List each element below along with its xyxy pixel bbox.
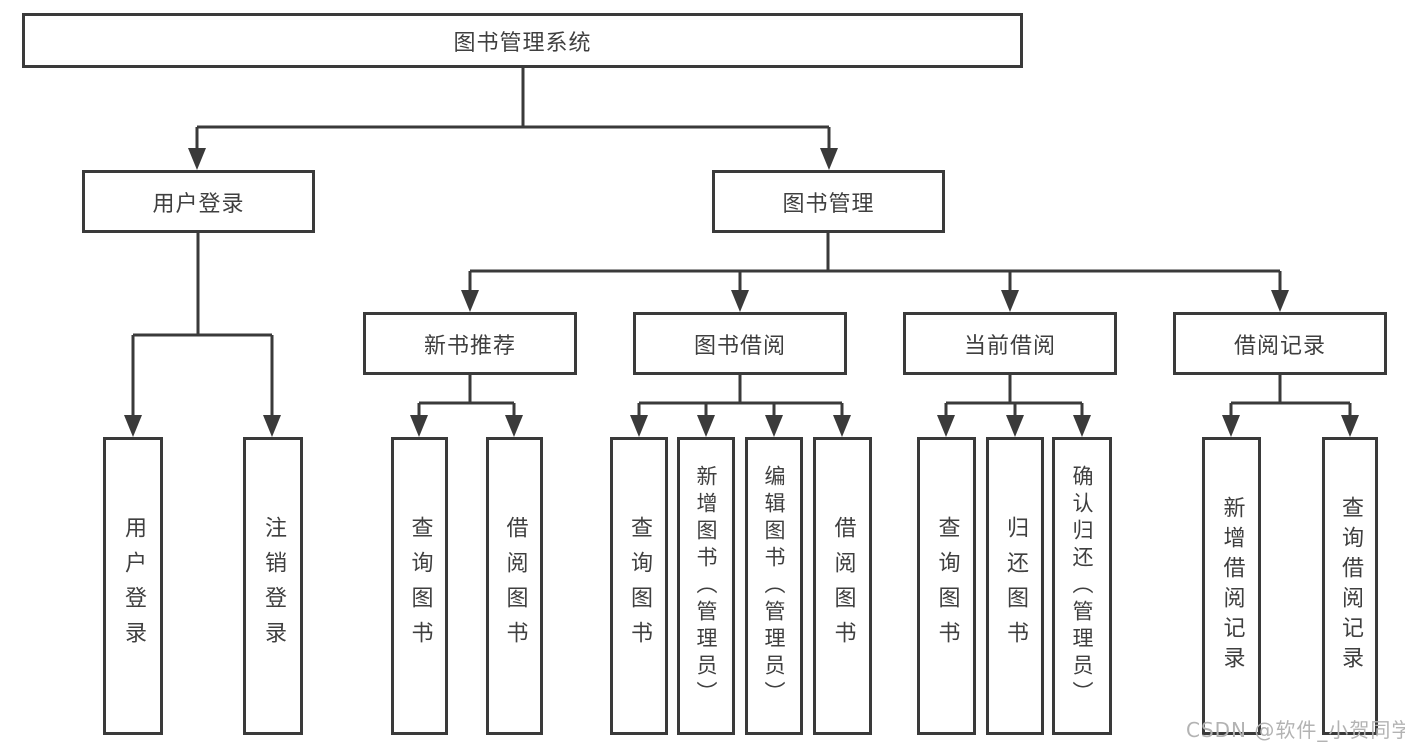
node-user-login: 用户登录 <box>82 170 315 233</box>
leaf-logout-login-label: 注销登录 <box>261 516 286 656</box>
leaf-borrow-books-1: 借阅图书 <box>486 437 543 735</box>
leaf-borrow-books-2-label: 借阅图书 <box>830 516 856 656</box>
node-current-borrowing: 当前借阅 <box>903 312 1117 375</box>
leaf-query-borrow-record: 查询借阅记录 <box>1322 437 1378 735</box>
node-borrowing-records: 借阅记录 <box>1173 312 1387 375</box>
leaf-confirm-return-admin-label: 确认归还（管理员） <box>1070 464 1094 708</box>
leaf-confirm-return-admin: 确认归还（管理员） <box>1052 437 1112 735</box>
leaf-add-book-admin-label: 新增图书（管理员） <box>694 464 718 708</box>
node-new-book-recommend: 新书推荐 <box>363 312 577 375</box>
leaf-add-borrow-record-label: 新增借阅记录 <box>1219 496 1245 676</box>
node-book-borrowing: 图书借阅 <box>633 312 847 375</box>
node-book-management: 图书管理 <box>712 170 945 233</box>
leaf-query-books-1: 查询图书 <box>391 437 448 735</box>
leaf-query-borrow-record-label: 查询借阅记录 <box>1338 496 1363 676</box>
leaf-return-books: 归还图书 <box>986 437 1044 735</box>
leaf-query-books-1-label: 查询图书 <box>407 516 433 656</box>
leaf-query-books-3-label: 查询图书 <box>934 516 960 656</box>
leaf-query-books-2-label: 查询图书 <box>627 516 652 656</box>
leaf-logout-login: 注销登录 <box>243 437 303 735</box>
leaf-add-borrow-record: 新增借阅记录 <box>1202 437 1261 735</box>
arrowheads <box>124 148 1359 437</box>
leaf-query-books-2: 查询图书 <box>610 437 668 735</box>
node-library-management-system: 图书管理系统 <box>22 13 1023 68</box>
leaf-borrow-books-2: 借阅图书 <box>813 437 872 735</box>
leaf-add-book-admin: 新增图书（管理员） <box>677 437 735 735</box>
leaf-edit-book-admin: 编辑图书（管理员） <box>745 437 803 735</box>
leaf-borrow-books-1-label: 借阅图书 <box>502 516 528 656</box>
leaf-user-login-label: 用户登录 <box>121 516 146 656</box>
leaf-return-books-label: 归还图书 <box>1003 516 1028 656</box>
leaf-edit-book-admin-label: 编辑图书（管理员） <box>762 464 786 708</box>
leaf-query-books-3: 查询图书 <box>917 437 976 735</box>
leaf-user-login: 用户登录 <box>103 437 163 735</box>
csdn-watermark: CSDN @软件_小贺同学 <box>1186 718 1405 742</box>
